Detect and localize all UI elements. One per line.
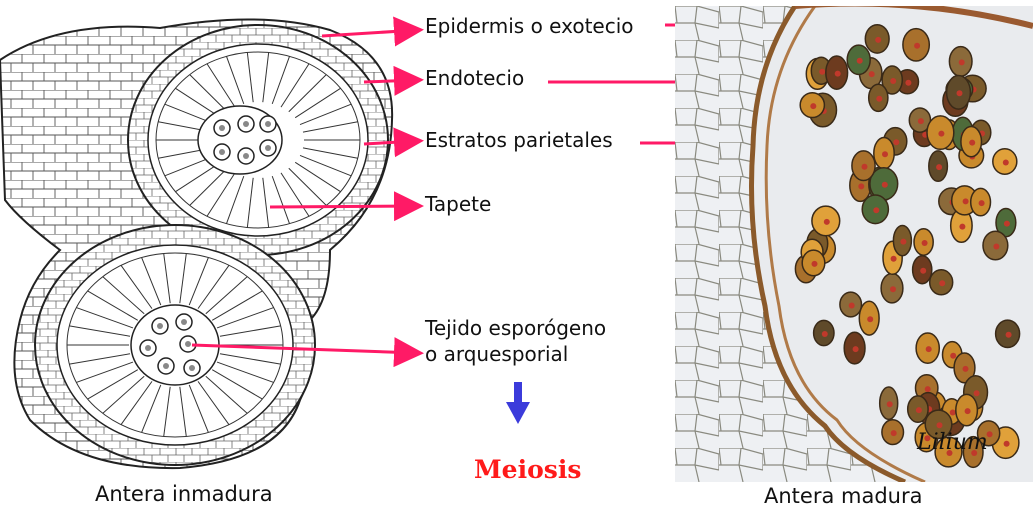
pollen-nucleus (882, 151, 888, 157)
micrograph-svg (675, 6, 1033, 482)
pollen-nucleus (974, 390, 980, 396)
pollen-nucleus (957, 90, 963, 96)
arrow-tejido (192, 345, 418, 353)
pollen-nucleus (969, 140, 975, 146)
pollen-nucleus (822, 331, 828, 337)
pollen-nucleus (979, 200, 985, 206)
pollen-nucleus (950, 410, 956, 416)
arrow-tapete (270, 206, 418, 207)
pollen-nucleus (873, 207, 879, 213)
pollen-nucleus (914, 43, 920, 49)
pollen-nucleus (1006, 332, 1012, 338)
pollen-nucleus (993, 244, 999, 250)
arrow-endotecio-left (364, 80, 418, 82)
pollen-nucleus (925, 386, 931, 392)
arrow-epidermis-left (322, 30, 418, 36)
label-epidermis: Epidermis o exotecio (425, 14, 634, 38)
pollen-nucleus (890, 78, 896, 84)
pollen-nucleus (858, 183, 864, 189)
pollen-nucleus (963, 366, 969, 372)
label-endotecio: Endotecio (425, 66, 524, 90)
pollen-nucleus (876, 96, 882, 102)
pollen-nucleus (890, 286, 896, 292)
pollen-nucleus (939, 280, 945, 286)
lilium-label: Lilium (917, 430, 988, 455)
pollen-nucleus (905, 80, 911, 86)
pollen-nucleus (849, 303, 855, 309)
label-estratos: Estratos parietales (425, 128, 613, 152)
caption-right: Antera madura (764, 484, 922, 508)
pollen-nucleus (963, 198, 969, 204)
arrow-estratos-left (364, 141, 418, 144)
pollen-nucleus (862, 164, 868, 170)
pollen-nucleus (918, 118, 924, 124)
pollen-nucleus (887, 401, 893, 407)
pollen-nucleus (959, 59, 965, 65)
pollen-nucleus (936, 164, 942, 170)
pollen-nucleus (857, 58, 863, 64)
pollen-nucleus (835, 71, 841, 77)
label-tejido-line1: Tejido esporógeno (425, 316, 606, 340)
caption-left: Antera inmadura (95, 482, 273, 506)
mature-anther-micrograph: Lilium (675, 6, 1033, 482)
pollen-nucleus (867, 316, 873, 322)
pollen-nucleus (938, 131, 944, 137)
pollen-nucleus (926, 346, 932, 352)
label-tapete: Tapete (425, 192, 491, 216)
pollen-nucleus (853, 346, 859, 352)
pollen-nucleus (959, 224, 965, 230)
pollen-nucleus (1003, 160, 1009, 166)
pollen-nucleus (875, 37, 881, 43)
pollen-nucleus (920, 268, 926, 274)
meiosis-label: Meiosis (474, 455, 581, 484)
pollen-nucleus (824, 219, 830, 225)
pollen-nucleus (950, 353, 956, 359)
pollen-nucleus (893, 139, 899, 145)
pollen-nucleus (869, 71, 875, 77)
pollen-nucleus (922, 240, 928, 246)
pollen-nucleus (1004, 441, 1010, 447)
pollen-nucleus (891, 256, 897, 262)
pollen-nucleus (916, 407, 922, 413)
pollen-nucleus (819, 69, 825, 75)
pollen-nucleus (812, 261, 818, 267)
pollen-nucleus (882, 182, 888, 188)
pollen-nucleus (900, 239, 906, 245)
pollen-nucleus (810, 103, 816, 109)
pollen-nucleus (937, 422, 943, 428)
down-arrow-icon (506, 382, 530, 424)
pollen-nucleus (965, 408, 971, 414)
label-tejido-line2: o arquesporial (425, 342, 568, 366)
pollen-nucleus (1004, 221, 1010, 227)
pollen-nucleus (891, 430, 897, 436)
